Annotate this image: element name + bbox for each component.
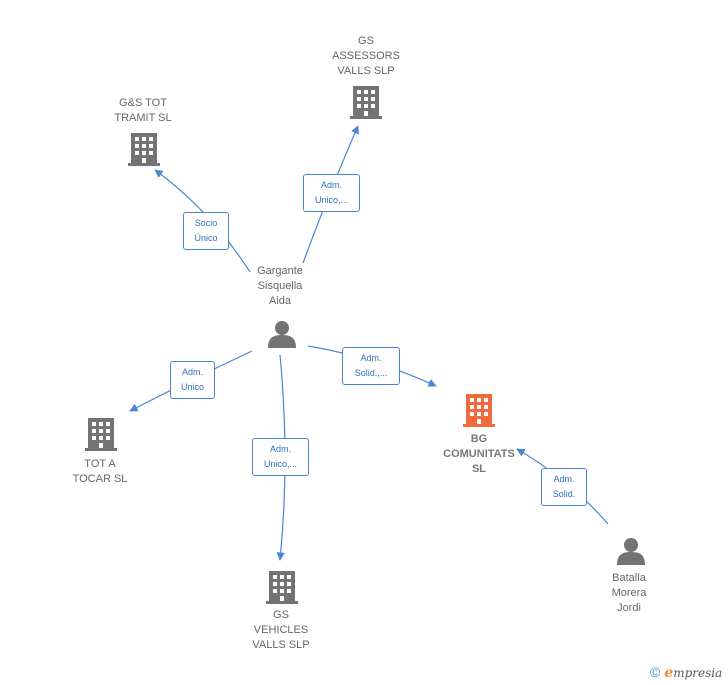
brand-name: mpresia	[673, 666, 723, 680]
building-icon[interactable]	[463, 394, 495, 427]
person-icon[interactable]	[268, 321, 296, 348]
node-label-gs-assessors[interactable]: GS ASSESSORS VALLS SLP	[332, 35, 400, 77]
node-label-tot-a-tocar[interactable]: TOT A TOCAR SL	[72, 458, 128, 485]
edge-label-center-gs-assessors[interactable]: Adm. Unico,...	[303, 174, 360, 212]
building-icon[interactable]	[266, 571, 298, 604]
edge-label-center-bg-comunitats[interactable]: Adm. Solid.,...	[342, 347, 400, 385]
node-label-gs-vehicles[interactable]: GS VEHICLES VALLS SLP	[252, 609, 310, 651]
node-label-bg-comunitats[interactable]: BG COMUNITATS SL	[443, 433, 515, 475]
copyright-icon: ©	[650, 664, 661, 680]
person-icon[interactable]	[617, 538, 645, 565]
building-icon[interactable]	[85, 418, 117, 451]
node-label-batalla[interactable]: Batalla Morera Jordi	[611, 572, 647, 614]
edge-label-batalla-bg-comunitats[interactable]: Adm. Solid.	[541, 468, 587, 506]
brand-logo: empresia	[664, 665, 723, 681]
building-icon[interactable]	[128, 133, 160, 166]
node-label-gargante[interactable]: Gargante Sisquella Aida	[257, 265, 303, 307]
building-icon[interactable]	[350, 86, 382, 119]
brand-initial: e	[664, 665, 674, 681]
footer-brand[interactable]: ©empresia	[650, 664, 722, 681]
node-label-gs-tot[interactable]: G&S TOT TRAMIT SL	[114, 97, 172, 124]
edge-label-center-gs-vehicles[interactable]: Adm. Unico,...	[252, 438, 309, 476]
edge-label-center-gs-tot[interactable]: Socio Único	[183, 212, 229, 250]
edge-label-center-tot-a-tocar[interactable]: Adm. Unico	[170, 361, 215, 399]
